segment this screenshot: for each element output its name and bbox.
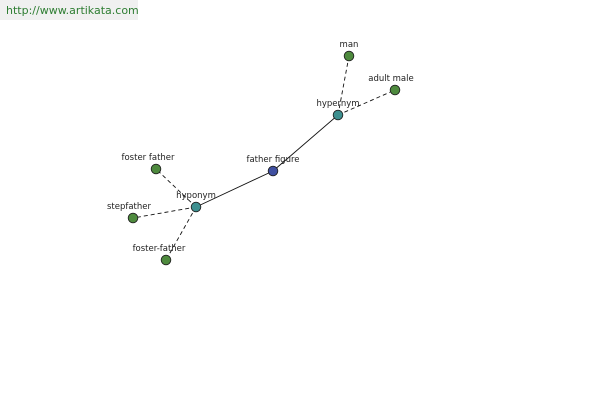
node-adult-male[interactable] <box>389 84 401 96</box>
node-foster-father-hyphen[interactable] <box>160 254 172 266</box>
label-man: man <box>340 40 359 50</box>
edge-father-figure-hyponym <box>195 170 274 208</box>
edge-hypernym-adult-male <box>337 89 396 116</box>
graph-nodes <box>127 50 401 266</box>
label-foster-father: foster father <box>121 153 175 163</box>
graph-edges <box>132 55 396 261</box>
node-hyponym[interactable] <box>190 201 202 213</box>
edge-hypernym-man <box>337 55 350 116</box>
graph-labels: father figure hypernym man adult male hypony… <box>107 40 414 254</box>
header-bar: http://www.artikata.com <box>0 0 139 20</box>
node-man[interactable] <box>343 50 355 62</box>
node-stepfather[interactable] <box>127 212 139 224</box>
edge-hyponym-stepfather <box>132 206 197 219</box>
site-url-link[interactable]: http://www.artikata.com <box>6 4 139 17</box>
edge-hyponym-foster-father-hyphen <box>165 206 197 261</box>
label-hyponym: hyponym <box>176 191 216 201</box>
label-adult-male: adult male <box>368 74 413 84</box>
label-father-figure: father figure <box>246 155 299 165</box>
edge-hyponym-foster-father <box>155 168 197 208</box>
node-father-figure[interactable] <box>267 165 279 177</box>
label-stepfather: stepfather <box>107 202 152 212</box>
label-foster-father-hyphen: foster-father <box>133 244 186 254</box>
edge-father-figure-hypernym <box>272 114 339 172</box>
label-hypernym: hypernym <box>316 99 359 109</box>
node-foster-father[interactable] <box>150 163 162 175</box>
node-hypernym[interactable] <box>332 109 344 121</box>
